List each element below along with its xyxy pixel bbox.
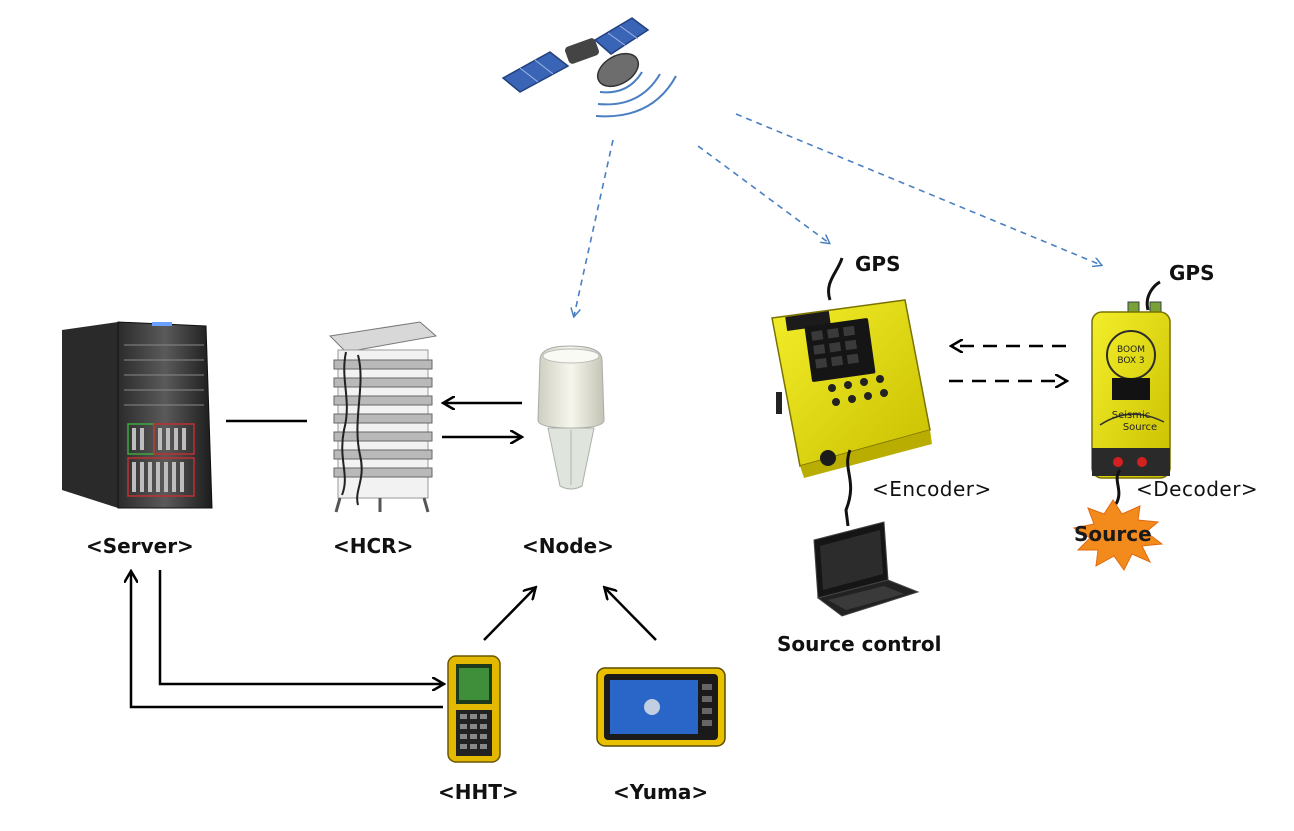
gps-decoder-label: GPS — [1169, 261, 1215, 285]
laptop-icon — [813, 521, 920, 617]
encoder-device-icon — [771, 257, 932, 527]
source-control-label: Source control — [777, 632, 942, 656]
yuma-label: <Yuma> — [613, 780, 709, 804]
encoder-label: <Encoder> — [872, 477, 992, 501]
server-icon — [62, 321, 213, 509]
gps-encoder-label: GPS — [855, 252, 901, 276]
hht-handheld-icon — [447, 655, 501, 763]
node-label: <Node> — [522, 534, 614, 558]
hht-to-node-arrow — [483, 588, 535, 641]
seismic-source-text: Source — [1123, 422, 1157, 433]
gps-signal-arrows — [574, 113, 1101, 316]
boombox-line2: BOX 3 — [1117, 356, 1144, 366]
server-label: <Server> — [86, 534, 194, 558]
node-icon — [537, 345, 605, 490]
server-hht-links — [131, 570, 443, 709]
seismic-text: Seismic — [1112, 410, 1151, 421]
satellite-icon — [501, 17, 677, 118]
hht-label: <HHT> — [438, 780, 519, 804]
decoder-label: <Decoder> — [1136, 477, 1259, 501]
boombox-line1: BOOM — [1117, 345, 1145, 355]
yuma-tablet-icon — [596, 667, 726, 747]
hcr-label: <HCR> — [333, 534, 414, 558]
source-burst-icon — [1072, 499, 1164, 571]
hcr-rack-icon — [328, 321, 438, 513]
decoder-device-icon — [1091, 280, 1171, 505]
yuma-to-node-arrow — [605, 588, 657, 641]
source-label: Source — [1074, 522, 1152, 546]
